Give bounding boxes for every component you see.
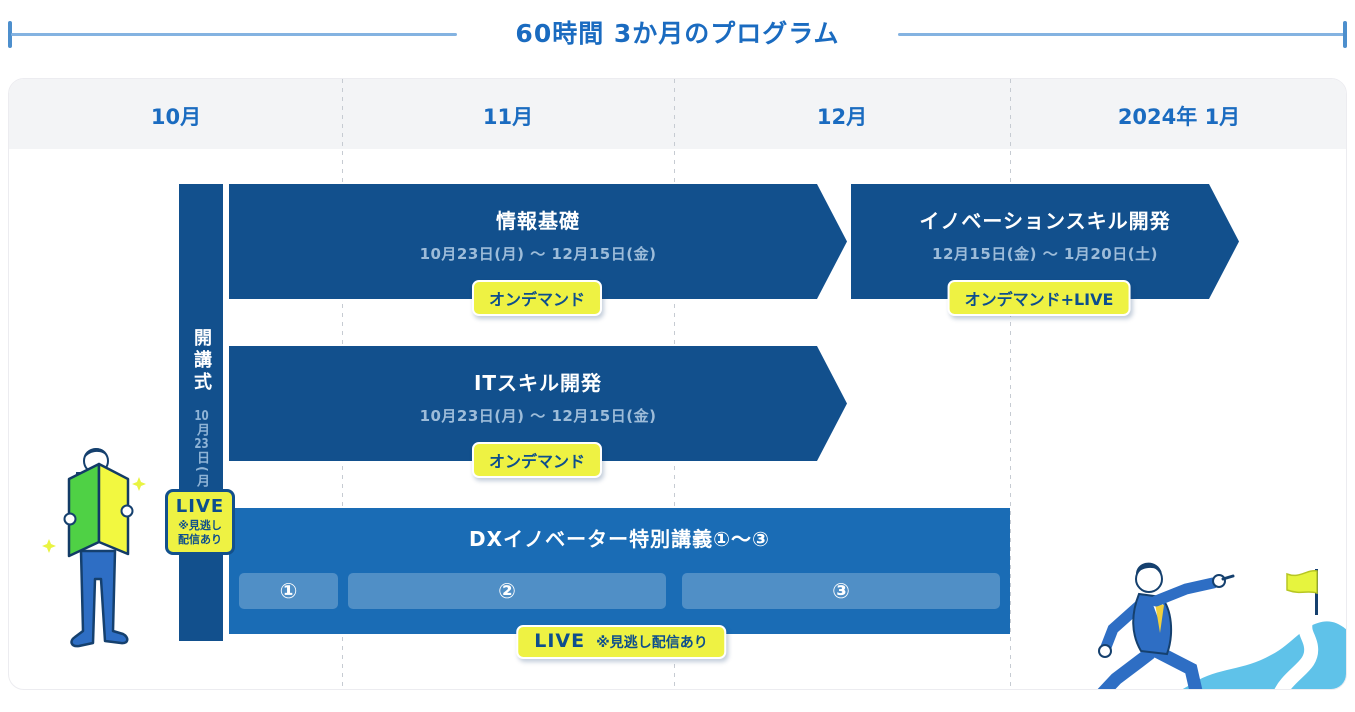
month-divider-3 bbox=[1010, 79, 1011, 689]
runner-illustration bbox=[1097, 562, 1235, 689]
dx-special-lecture-title: DXイノベーター特別講義①～③ bbox=[469, 527, 770, 551]
runner-back-arm bbox=[1100, 598, 1147, 653]
dx-session-1: ① bbox=[239, 573, 338, 609]
course-bar-it-skills: ITスキル開発 10月23日(月) ～ 12月15日(金) bbox=[229, 346, 847, 461]
runner-hair bbox=[1135, 562, 1162, 575]
opening-ceremony-date: 10月23日(月) bbox=[194, 410, 209, 497]
live-badge: LIVE ※見逃し配信あり bbox=[165, 489, 235, 556]
goal-path bbox=[1274, 614, 1319, 689]
course-bar-innovation-skills: イノベーションスキル開発 12月15日(金) ～ 1月20日(土) bbox=[851, 184, 1239, 299]
runner-front-leg bbox=[1149, 644, 1203, 689]
course-title: 情報基礎 bbox=[496, 209, 580, 233]
person-hand-right bbox=[120, 504, 134, 518]
dx-live-badge-title: LIVE bbox=[534, 630, 586, 652]
runner-hand bbox=[1212, 574, 1226, 588]
live-badge-note: ※見逃し配信あり bbox=[178, 518, 222, 546]
live-badge-title: LIVE bbox=[175, 496, 225, 517]
dx-live-badge-note: ※見逃し配信あり bbox=[596, 635, 708, 651]
opening-ceremony-bar: 開講式 10月23日(月) bbox=[179, 184, 223, 641]
month-header bbox=[9, 79, 1346, 149]
month-label-october: 10月 bbox=[150, 105, 202, 129]
month-label-december: 12月 bbox=[816, 105, 868, 129]
course-period: 12月15日(金) ～ 1月20日(土) bbox=[932, 245, 1158, 263]
course-period: 10月23日(月) ～ 12月15日(金) bbox=[419, 245, 657, 263]
runner-back-leg bbox=[1097, 647, 1156, 689]
runner-finger bbox=[1221, 574, 1235, 581]
delivery-badge-ondemand: オンデマンド bbox=[471, 280, 603, 316]
title-rule-right bbox=[898, 33, 1344, 36]
wave-illustration bbox=[1182, 569, 1346, 689]
month-label-january: 2024年 1月 bbox=[1117, 105, 1241, 129]
title-rule-left bbox=[11, 33, 457, 36]
sparkle-icon bbox=[42, 477, 146, 553]
delivery-badge-ondemand: オンデマンド bbox=[471, 442, 603, 478]
runner-tie bbox=[1155, 603, 1164, 633]
map-icon bbox=[67, 462, 130, 558]
dx-session-2: ② bbox=[348, 573, 666, 609]
month-label-november: 11月 bbox=[482, 105, 534, 129]
goal-flag-icon bbox=[1286, 569, 1318, 615]
runner-pointing-arm bbox=[1150, 577, 1219, 607]
course-title: ITスキル開発 bbox=[473, 371, 603, 395]
dx-live-badge: LIVE ※見逃し配信あり bbox=[516, 625, 726, 659]
opening-ceremony-label: 開講式 bbox=[191, 328, 212, 395]
title-row: 60時間 3か月のプログラム bbox=[0, 0, 1355, 60]
page-title: 60時間 3か月のプログラム bbox=[515, 19, 840, 48]
dx-session-3: ③ bbox=[682, 573, 1000, 609]
course-period: 10月23日(月) ～ 12月15日(金) bbox=[419, 407, 657, 425]
map-person-illustration bbox=[42, 448, 146, 648]
person-hand-left bbox=[63, 512, 77, 526]
opening-ceremony-text: 開講式 10月23日(月) bbox=[188, 328, 214, 497]
title-rule-left-cap bbox=[8, 21, 12, 48]
person-hair bbox=[83, 448, 108, 459]
course-title: イノベーションスキル開発 bbox=[919, 209, 1171, 233]
person-legs bbox=[70, 549, 129, 648]
dx-special-lecture-box: DXイノベーター特別講義①～③ ① ② ③ bbox=[229, 508, 1010, 634]
runner-fist bbox=[1098, 644, 1112, 658]
title-rule-right-cap bbox=[1343, 21, 1347, 48]
timeline-panel: 10月 11月 12月 2024年 1月 開講式 10月23日(月) 情報基礎 1… bbox=[8, 78, 1347, 690]
course-bar-information-basics: 情報基礎 10月23日(月) ～ 12月15日(金) bbox=[229, 184, 847, 299]
delivery-badge-ondemand-live: オンデマンド+LIVE bbox=[947, 280, 1131, 316]
